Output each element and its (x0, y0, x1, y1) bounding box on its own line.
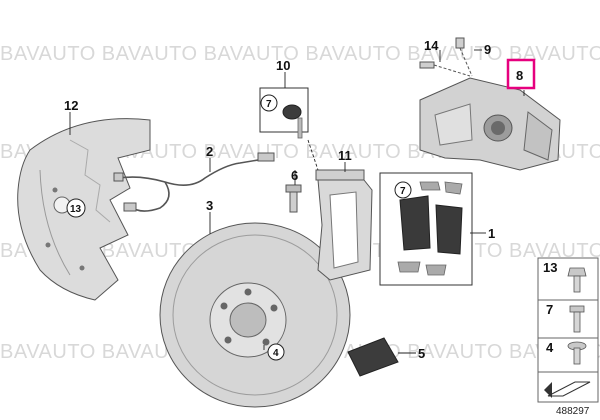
callout-3: 3 (206, 198, 213, 213)
circled-13: 13 (70, 204, 82, 215)
watermark-row-1: BAVAUTO BAVAUTO BAVAUTO BAVAUTO BAVAUTO … (0, 43, 600, 65)
caliper-carrier-part (315, 169, 373, 281)
dust-cap-part (455, 37, 473, 77)
screw-head-icon (569, 305, 585, 313)
callout-12: 12 (64, 98, 78, 113)
circled-references: 13 7 7 4 (66, 94, 412, 361)
brake-caliper-part (419, 77, 561, 171)
callout-9: 9 (484, 42, 491, 57)
hex-bolt-icon (567, 267, 587, 277)
fastener-legend: 13 7 4 (537, 257, 599, 403)
wear-sensor-part (113, 152, 275, 212)
circled-7-bushing: 7 (266, 99, 272, 110)
circled-4: 4 (273, 348, 279, 359)
legend-cell-7[interactable] (537, 299, 599, 339)
callout-6: 6 (291, 168, 298, 183)
diagram-reference-number: 488297 (556, 406, 590, 417)
leader-lines (69, 49, 525, 354)
legend-cell-4[interactable] (537, 337, 599, 373)
bolt-part (285, 184, 302, 213)
legend-label-13: 13 (543, 260, 557, 275)
legend-label-7: 7 (546, 302, 553, 317)
arrow-head-icon (544, 382, 552, 398)
callout-8: 8 (516, 68, 523, 83)
highlight-frame (506, 58, 536, 90)
direction-arrow-icon (547, 381, 591, 397)
callout-5: 5 (418, 346, 425, 361)
flange-bolt-shank-icon (573, 347, 581, 365)
callout-11: 11 (338, 148, 352, 163)
highlighted-callout-8[interactable]: 8 (506, 58, 536, 90)
bleeder-screw-part (419, 61, 471, 77)
brake-disc-part (159, 222, 351, 408)
callout-numbers: 12 2 3 1 5 6 10 11 14 9 (64, 38, 495, 361)
circled-7-pads: 7 (400, 186, 406, 197)
callout-14: 14 (424, 38, 439, 53)
callout-1: 1 (488, 226, 495, 241)
hex-bolt-shank-icon (573, 275, 581, 293)
callout-10: 10 (276, 58, 290, 73)
callout-2: 2 (206, 144, 213, 159)
legend-cell-13[interactable] (537, 257, 599, 301)
grease-packet-part (347, 337, 399, 377)
screw-shank-icon (573, 311, 581, 333)
brake-pad-set-part (379, 172, 473, 286)
legend-label-4: 4 (546, 340, 554, 355)
